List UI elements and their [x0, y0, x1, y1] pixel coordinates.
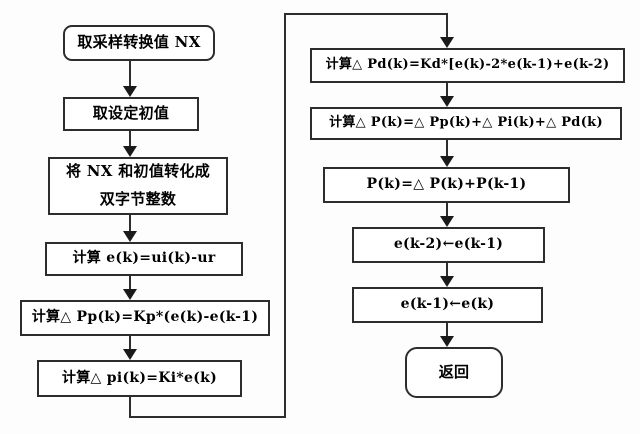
arrow-line	[446, 13, 448, 38]
node-take-initial-setpoint: 取设定初值	[63, 97, 199, 131]
arrow-line	[129, 60, 131, 87]
arrow-down-icon	[123, 86, 137, 97]
arrow-down-icon	[123, 289, 137, 300]
arrow-line	[129, 276, 131, 290]
arrow-line	[129, 336, 131, 350]
arrow-line	[129, 215, 131, 232]
arrow-line	[446, 203, 448, 217]
node-calc-delta-pd: 计算△ Pd(k)=Kd*[e(k)-2*e(k-1)+e(k-2)	[310, 48, 625, 83]
arrow-down-icon	[440, 276, 454, 287]
arrow-down-icon	[440, 156, 454, 167]
node-end-return: 返回	[405, 347, 503, 398]
arrow-down-icon	[440, 37, 454, 48]
node-calc-delta-p-sum: 计算△ P(k)=△ Pp(k)+△ Pi(k)+△ Pd(k)	[310, 107, 622, 140]
arrow-down-icon	[123, 349, 137, 360]
arrow-down-icon	[440, 96, 454, 107]
node-calc-p-k: P(k)=△ P(k)+P(k-1)	[323, 167, 570, 203]
arrow-down-icon	[440, 216, 454, 227]
node-calc-delta-pi: 计算△ pi(k)=Ki*e(k)	[37, 360, 242, 397]
node-calc-delta-pp: 计算△ Pp(k)=Kp*(e(k)-e(k-1)	[20, 300, 270, 336]
node-convert-to-double-byte-integer: 将 NX 和初值转化成 双字节整数	[48, 157, 228, 215]
arrow-line	[446, 323, 448, 337]
node-shift-e-k-2: e(k-2)←e(k-1)	[352, 227, 545, 263]
arrow-line	[446, 140, 448, 157]
arrow-down-icon	[440, 336, 454, 347]
connector-segment-top	[284, 13, 448, 15]
arrow-down-icon	[123, 146, 137, 157]
node-start-take-sample-nx: 取采样转换值 NX	[63, 25, 215, 61]
connector-segment-down	[129, 397, 131, 418]
connector-segment-bottom	[129, 416, 286, 418]
connector-segment-up	[284, 13, 286, 418]
arrow-line	[129, 131, 131, 147]
node-calc-error-e-k: 计算 e(k)=ui(k)-ur	[45, 242, 243, 276]
arrow-line	[446, 263, 448, 277]
node-shift-e-k-1: e(k-1)←e(k)	[352, 287, 543, 323]
arrow-down-icon	[123, 231, 137, 242]
arrow-line	[446, 83, 448, 97]
